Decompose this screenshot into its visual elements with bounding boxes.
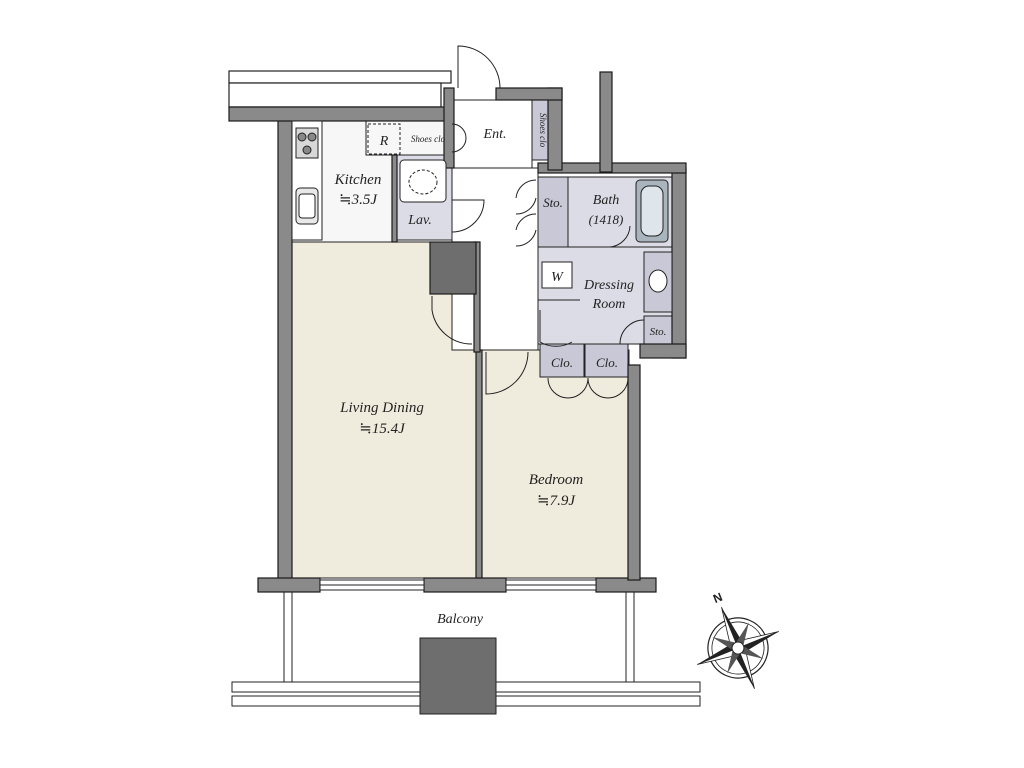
closet-1-floor — [539, 343, 585, 378]
shoes-closet-side-label: Shoes clo — [538, 113, 548, 148]
wall-riser-tall — [599, 71, 613, 173]
wall-dressing-south — [639, 343, 687, 359]
dressing-line1: Dressing — [583, 278, 634, 293]
refrigerator-label: R — [379, 134, 389, 149]
washer-label: W — [551, 270, 564, 285]
storage-dressing-label: Sto. — [650, 326, 667, 338]
storage-hall-floor — [537, 176, 569, 248]
wall-kitchen-lav — [391, 154, 398, 243]
storage-dressing-door-icon — [619, 319, 645, 345]
shoes-closet-top-floor — [365, 120, 453, 156]
bath-door-icon — [588, 225, 631, 248]
storage-door-icon — [515, 179, 537, 247]
dressing-line2: Room — [592, 297, 626, 312]
compass-rose-icon: N — [697, 590, 779, 689]
kitchen-area: ≒3.5J — [339, 192, 378, 208]
entrance-label: Ent. — [483, 127, 507, 142]
wall-south-left — [257, 577, 321, 593]
compass-north-label: N — [711, 590, 724, 606]
corridor-rail-top — [228, 70, 452, 108]
wall-west — [277, 112, 293, 592]
living-name: Living Dining — [339, 400, 424, 416]
wall-south-mid — [423, 577, 507, 593]
bathtub-icon — [635, 179, 669, 243]
wall-east-bedroom — [627, 364, 641, 581]
lavatory-door-icon — [451, 199, 485, 233]
lavatory-label: Lav. — [407, 213, 431, 228]
storage-dressing-floor — [643, 315, 673, 345]
shoes-closet-top-label: Shoes clo — [411, 134, 446, 144]
south-windows — [319, 579, 597, 591]
kitchen-counter — [291, 120, 401, 241]
washer-icon — [541, 261, 573, 289]
closet-2-label: Clo. — [596, 355, 618, 370]
pipe-shaft — [429, 241, 477, 295]
bedroom-door-icon — [485, 351, 529, 395]
wall-south-right — [595, 577, 657, 593]
kitchen-name: Kitchen — [334, 172, 382, 188]
wall-ent-west — [443, 87, 455, 169]
shoes-closet-door-icon — [451, 123, 467, 153]
lavatory-basin-icon — [399, 159, 447, 203]
storage-hall-label: Sto. — [543, 195, 563, 210]
balcony — [231, 592, 701, 715]
wall-living-hall — [473, 241, 481, 353]
balcony-column — [419, 637, 497, 715]
bath-size: (1418) — [589, 212, 624, 227]
walls — [228, 71, 687, 593]
living-area: ≒15.4J — [359, 421, 406, 437]
living-door-icon — [431, 296, 473, 345]
dressing-basin-icon — [648, 269, 668, 293]
closet-2-floor — [584, 343, 629, 378]
dressing-door-icon — [539, 310, 573, 347]
closet-1-label: Clo. — [551, 355, 573, 370]
wall-bedroom-living — [475, 349, 483, 579]
wall-bath-east — [671, 167, 687, 359]
closet-doors-icon — [547, 377, 629, 399]
bath-name: Bath — [593, 193, 619, 208]
bedroom-name: Bedroom — [529, 472, 584, 488]
balcony-label: Balcony — [437, 612, 484, 627]
bedroom-floor — [480, 349, 630, 579]
room-labels: Kitchen ≒3.5J R Shoes clo Ent. Shoes clo… — [334, 113, 667, 627]
doors — [431, 45, 645, 399]
living-floor — [291, 241, 477, 579]
bedroom-area: ≒7.9J — [537, 493, 576, 509]
wall-north-kitchen — [228, 106, 452, 122]
dressing-fixtures — [538, 251, 673, 313]
refrigerator-icon — [367, 123, 401, 155]
entrance-door-icon — [457, 45, 501, 89]
wall-ent-top — [495, 87, 563, 101]
